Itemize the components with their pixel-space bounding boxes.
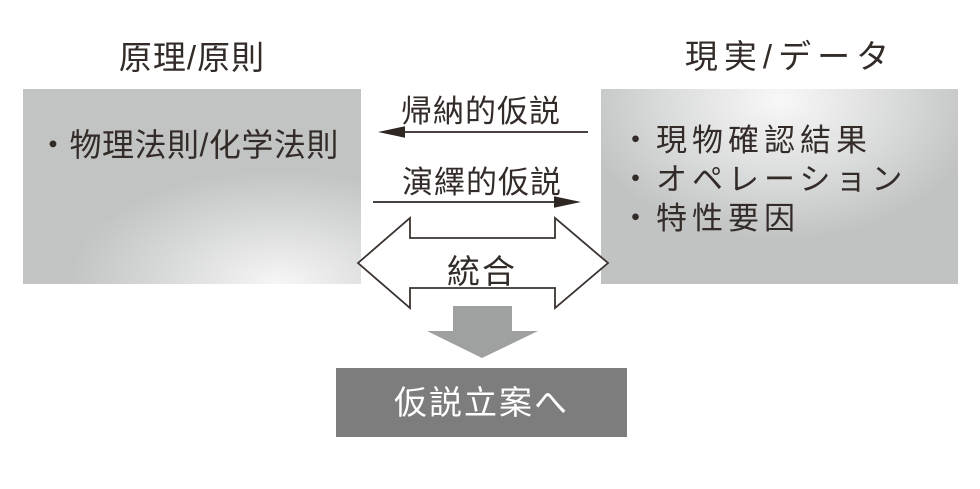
- left-panel: ・物理法則/化学法則: [23, 89, 361, 284]
- integration-arrow-label: 統合: [447, 253, 517, 290]
- right-panel: ・現物確認結果 ・オペレーション ・特性要因: [601, 89, 958, 284]
- result-label: 仮説立案へ: [394, 384, 569, 421]
- right-panel-title: 現実/データ: [684, 38, 896, 75]
- deduction-arrow-label: 演繹的仮説: [402, 165, 562, 200]
- induction-arrow-label: 帰納的仮説: [401, 94, 561, 129]
- right-panel-item: ・現物確認結果: [620, 123, 872, 158]
- down-arrow-icon: [427, 306, 538, 358]
- double-arrow-icon: [356, 216, 610, 310]
- right-panel-item: ・特性要因: [620, 201, 800, 236]
- right-panel-item: ・オペレーション: [620, 162, 908, 197]
- left-panel-item: ・物理法則/化学法則: [37, 127, 339, 163]
- left-panel-title: 原理/原則: [118, 39, 266, 76]
- result-box: 仮説立案へ: [336, 368, 627, 437]
- left-arrow-icon: [378, 126, 588, 138]
- right-arrow-icon: [373, 196, 581, 208]
